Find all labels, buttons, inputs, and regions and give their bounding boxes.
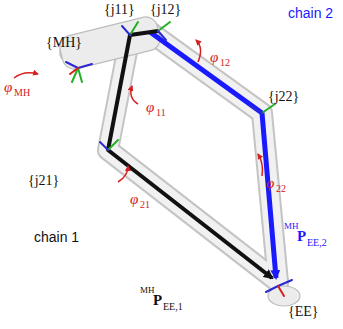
frame-label: {EE} [288, 305, 319, 319]
angle-subscript: 12 [220, 58, 230, 68]
angle-symbol: φ [266, 176, 274, 191]
angle-subscript: MH [14, 88, 30, 98]
frame-label: {j11} [104, 3, 135, 17]
chain-label: chain 1 [34, 230, 79, 244]
angle-subscript: 11 [156, 108, 166, 118]
angle-symbol: φ [4, 80, 12, 95]
chain-label: chain 2 [288, 6, 333, 20]
vector-subscript: EE,1 [163, 302, 183, 312]
angle-symbol: φ [130, 192, 138, 207]
angle-symbol: φ [146, 100, 154, 115]
angle-subscript: 22 [276, 184, 286, 194]
frame-label: {MH} [46, 36, 82, 50]
angle-symbol: φ [210, 50, 218, 65]
frame-label: {j21} [28, 174, 59, 188]
vector-superscript: MH [140, 286, 155, 295]
vector-symbol: P [153, 293, 162, 308]
vector-superscript: MH [284, 222, 299, 231]
vector-subscript: EE,2 [307, 238, 327, 248]
vector-symbol: P [297, 229, 306, 244]
frame-label: {j12} [150, 3, 181, 17]
frame-label: {j22} [268, 90, 299, 104]
angle-subscript: 21 [140, 200, 150, 210]
